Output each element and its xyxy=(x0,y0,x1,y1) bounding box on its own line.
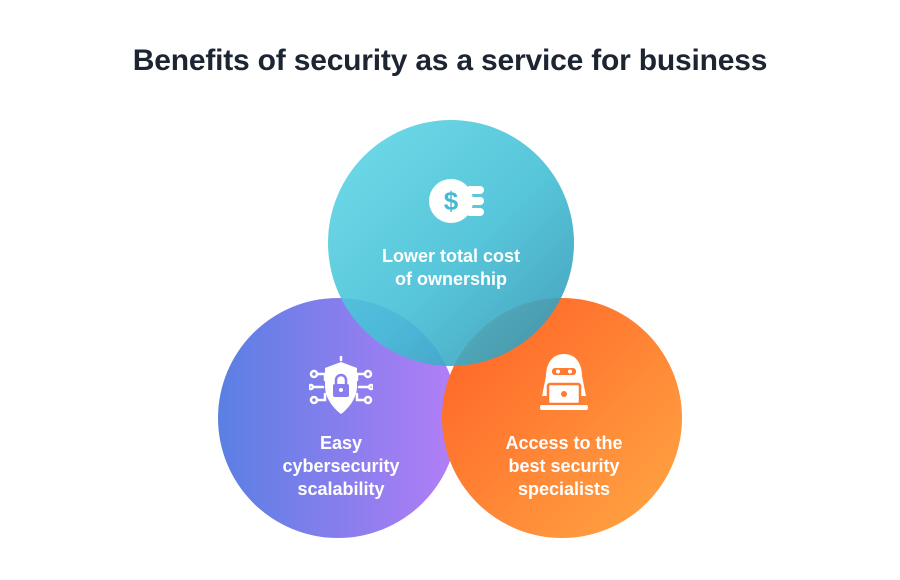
circle-label-specialists: Access to the best security specialists xyxy=(505,433,623,499)
shield-lock-circuit-icon xyxy=(309,356,373,414)
circle-specialists xyxy=(442,298,682,538)
page-title: Benefits of security as a service for bu… xyxy=(132,44,768,77)
circle-label-cost: Lower total cost of ownership xyxy=(381,246,520,289)
svg-text:$: $ xyxy=(444,186,459,216)
circle-label-scalability: Easy cybersecurity scalability xyxy=(282,433,400,499)
circle-cost xyxy=(328,120,574,366)
hacker-laptop-icon xyxy=(540,354,588,410)
dollar-coin-icon: $ xyxy=(429,179,484,223)
circle-scalability xyxy=(218,298,458,538)
